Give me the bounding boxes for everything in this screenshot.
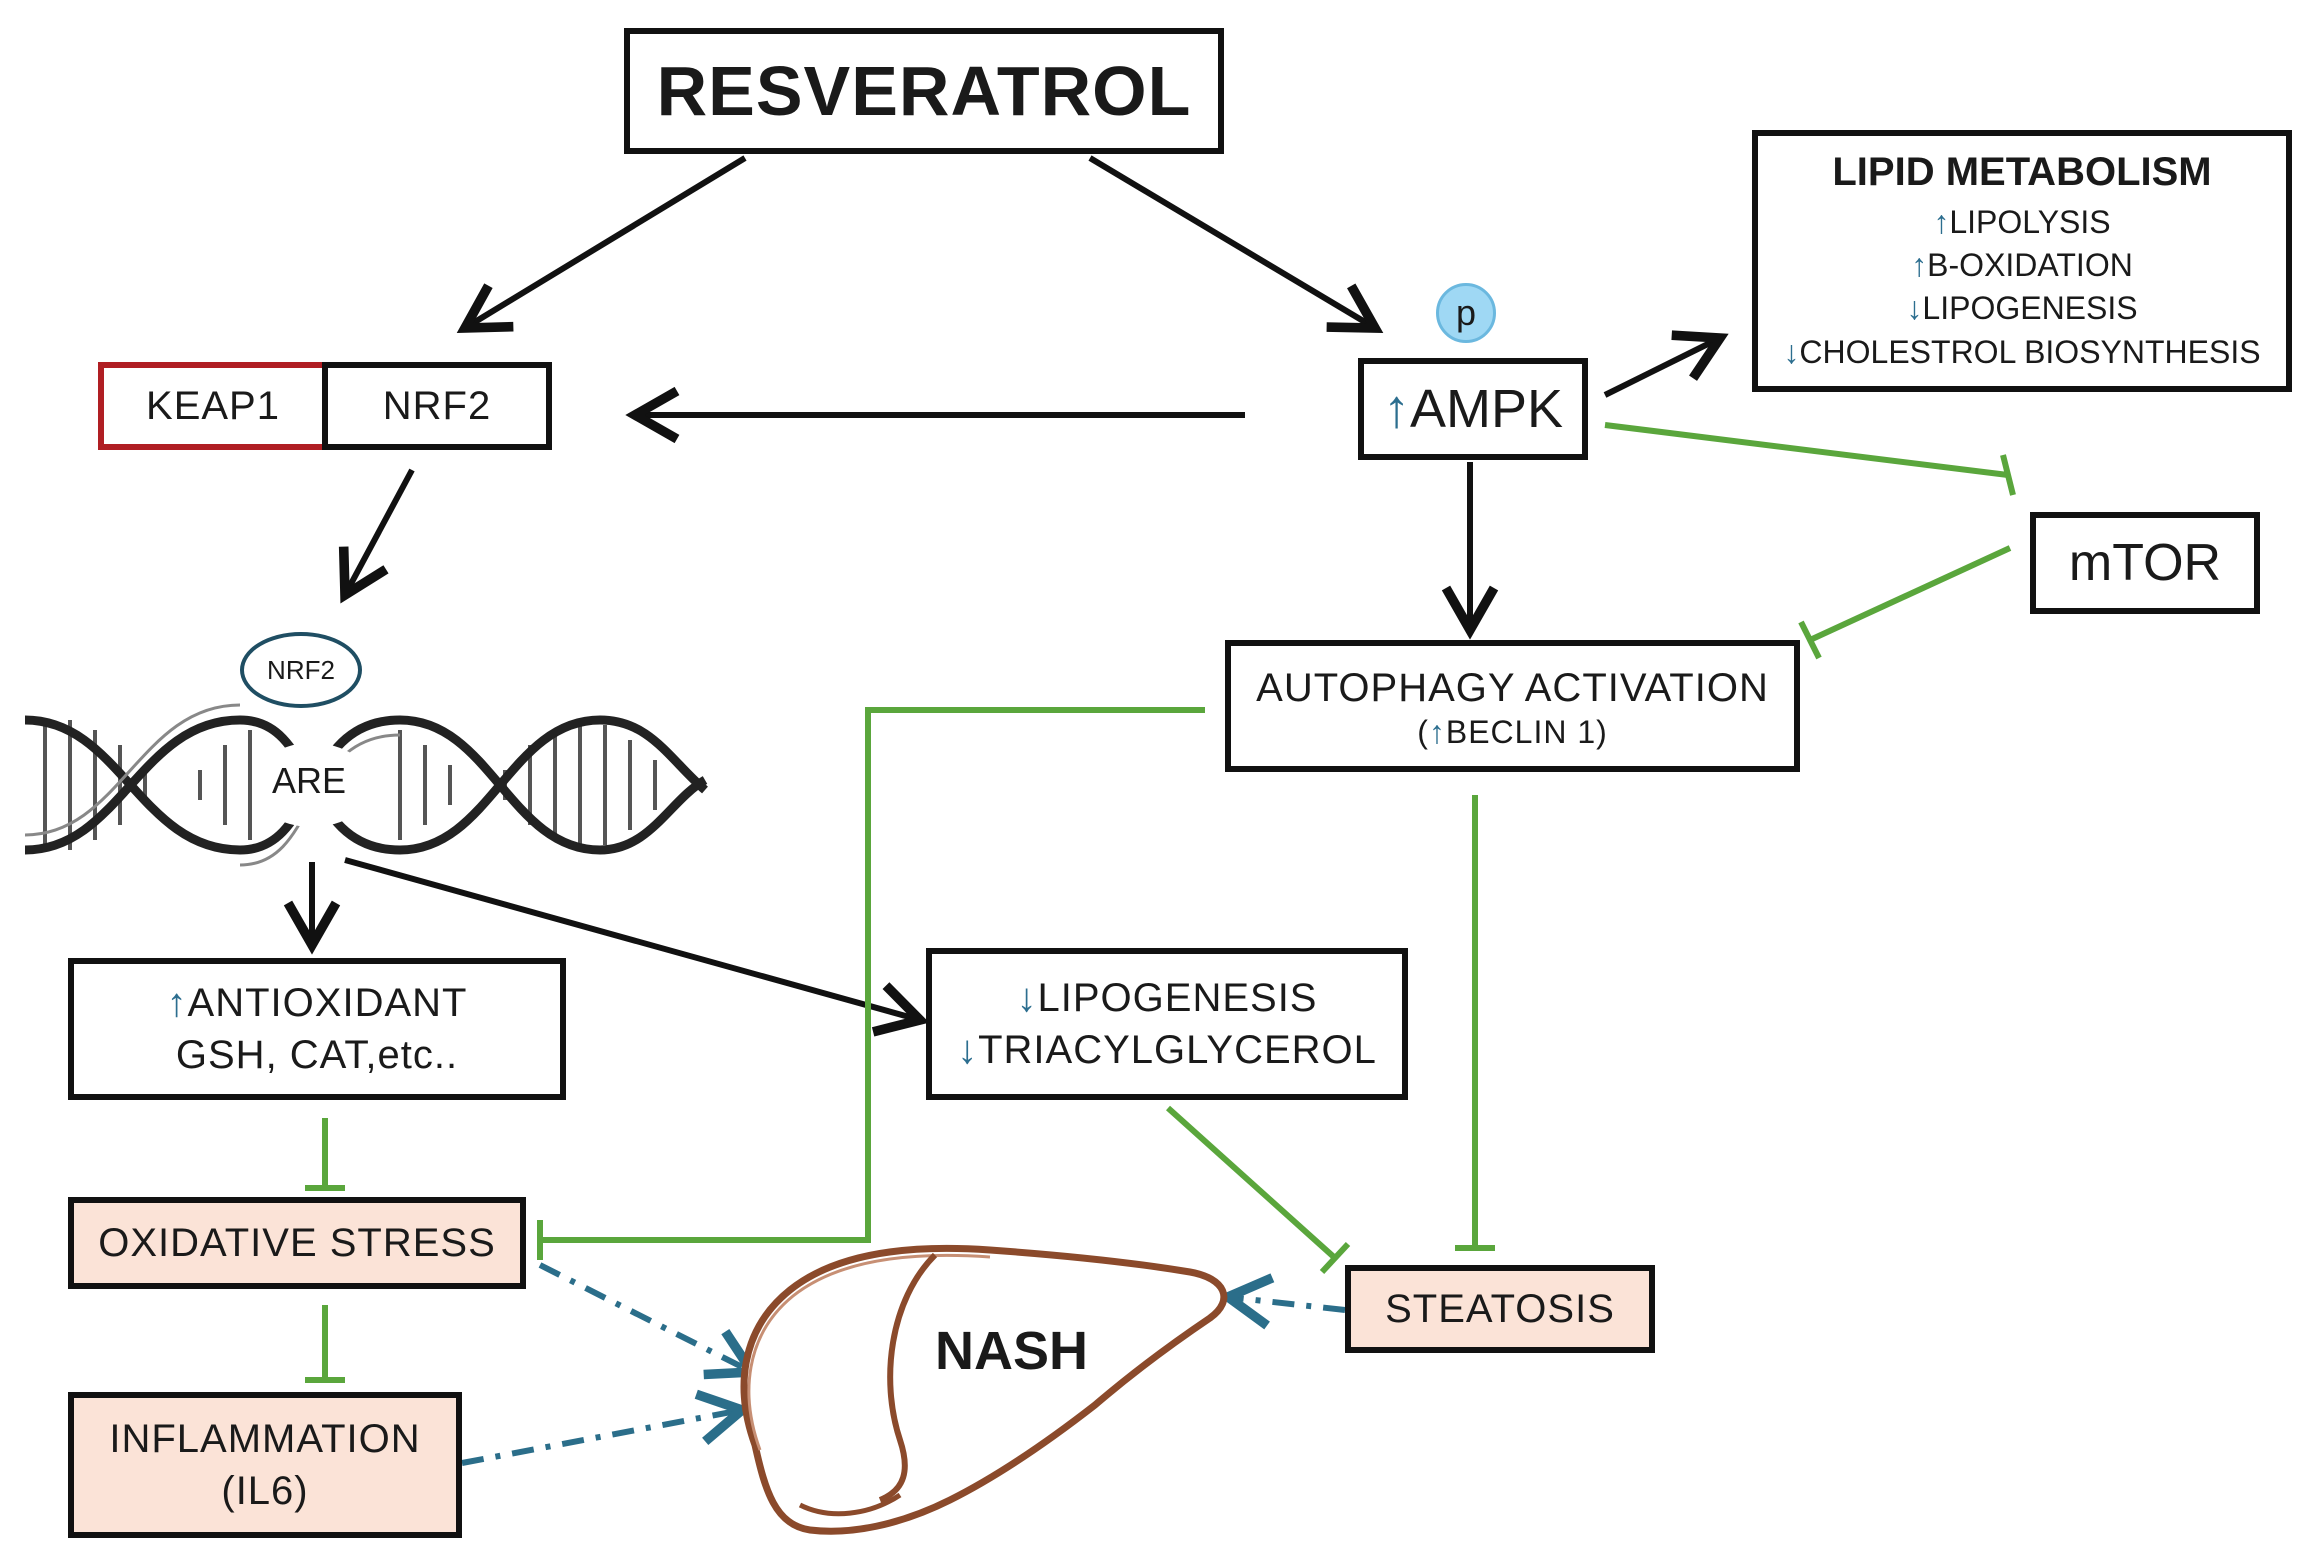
dna-helix-icon [24, 703, 708, 867]
ampk-box: AMPK [1358, 358, 1588, 460]
lipid-b-oxidation: B-OXIDATION [1911, 244, 2133, 287]
antioxidant-line1: ANTIOXIDANT [167, 977, 468, 1029]
autophagy-beclin: ( BECLIN 1) [1417, 714, 1608, 751]
resveratrol-label: RESVERATROL [656, 52, 1192, 130]
nash-label: NASH [935, 1321, 1089, 1381]
inflammation-line1: INFLAMMATION [109, 1417, 421, 1461]
mtor-box: mTOR [2030, 512, 2260, 614]
antioxidant-box: ANTIOXIDANT GSH, CAT,etc.. [68, 958, 566, 1100]
b-oxidation-text: B-OXIDATION [1927, 247, 2133, 284]
lipid-lipolysis: LIPOLYSIS [1933, 201, 2110, 244]
ampk-label: AMPK [1383, 378, 1563, 440]
antioxidant-text: ANTIOXIDANT [187, 981, 468, 1025]
lipogenesis-text: LIPOGENESIS [1922, 290, 2138, 327]
lipid-cholesterol: CHOLESTROL BIOSYNTHESIS [1783, 331, 2260, 374]
are-label: ARE [272, 760, 347, 801]
beclin-text: BECLIN 1) [1445, 713, 1608, 750]
oxidative-stress-box: OXIDATIVE STRESS [68, 1197, 526, 1289]
keap1-label: KEAP1 [146, 384, 280, 428]
inflammation-box: INFLAMMATION (IL6) [68, 1392, 462, 1538]
cholesterol-text: CHOLESTROL BIOSYNTHESIS [1799, 333, 2261, 370]
phospho-label: p [1455, 292, 1477, 333]
lipid-lipogenesis: LIPOGENESIS [1906, 287, 2137, 330]
keap1-box: KEAP1 [98, 362, 328, 450]
arrow-resveratrol-to-ampk [1088, 155, 1384, 333]
nrf2-small-label: NRF2 [267, 654, 335, 685]
lipid-metabolism-box: LIPID METABOLISM LIPOLYSIS B-OXIDATION L… [1752, 130, 2292, 392]
liver-icon [740, 1244, 1228, 1535]
autophagy-box: AUTOPHAGY ACTIVATION ( BECLIN 1) [1225, 640, 1800, 772]
ampk-text: AMPK [1409, 379, 1564, 439]
autophagy-title: AUTOPHAGY ACTIVATION [1256, 665, 1769, 710]
lipid-title: LIPID METABOLISM [1832, 150, 2212, 194]
beclin-paren: ( [1417, 713, 1429, 750]
inhibit-antioxidant-oxidative [305, 1118, 345, 1191]
inhibit-ampk-mtor [1604, 422, 2016, 496]
nrf2-label: NRF2 [382, 384, 492, 428]
inhibit-oxidative-inflammation [305, 1305, 345, 1383]
phospho-circle: p [1436, 283, 1496, 343]
steatosis-box: STEATOSIS [1345, 1265, 1655, 1353]
inhibit-lipogenesis-steatosis [1165, 1105, 1351, 1275]
arrow-are-to-lipogenesis [344, 857, 930, 1037]
beclin-up: BECLIN 1) [1429, 714, 1608, 750]
arrow-ampk-to-lipid [1603, 330, 1729, 398]
lipolysis-text: LIPOLYSIS [1949, 204, 2111, 240]
inflammation-line2: (IL6) [221, 1469, 309, 1513]
inhibit-autophagy-oxidative [537, 707, 1205, 1260]
steatosis-label: STEATOSIS [1385, 1287, 1615, 1331]
mtor-label: mTOR [2068, 534, 2222, 592]
nrf2-box: NRF2 [322, 362, 552, 450]
lipogenesis-box: LIPOGENESIS TRIACYLGLYCEROL [926, 948, 1408, 1100]
arrow-nrf2-to-are [338, 468, 415, 604]
resveratrol-box: RESVERATROL [624, 28, 1224, 154]
lipo-line2: TRIACYLGLYCEROL [957, 1024, 1377, 1076]
dashed-steatosis-to-nash [1218, 1273, 1346, 1330]
inhibit-mtor-autophagy [1798, 545, 2012, 660]
lipo-line2-text: TRIACYLGLYCEROL [978, 1028, 1377, 1072]
arrow-resveratrol-to-keap1nrf2 [456, 155, 747, 334]
nrf2-bound-oval: NRF2 [240, 632, 362, 708]
lipo-line1-text: LIPOGENESIS [1037, 976, 1318, 1020]
dashed-oxidative-to-nash [538, 1262, 761, 1380]
oxidative-stress-label: OXIDATIVE STRESS [98, 1221, 496, 1265]
dashed-inflammation-to-nash [461, 1389, 752, 1466]
antioxidant-line2: GSH, CAT,etc.. [175, 1033, 459, 1077]
lipo-line1: LIPOGENESIS [1017, 972, 1318, 1024]
inhibit-autophagy-steatosis [1455, 795, 1495, 1251]
